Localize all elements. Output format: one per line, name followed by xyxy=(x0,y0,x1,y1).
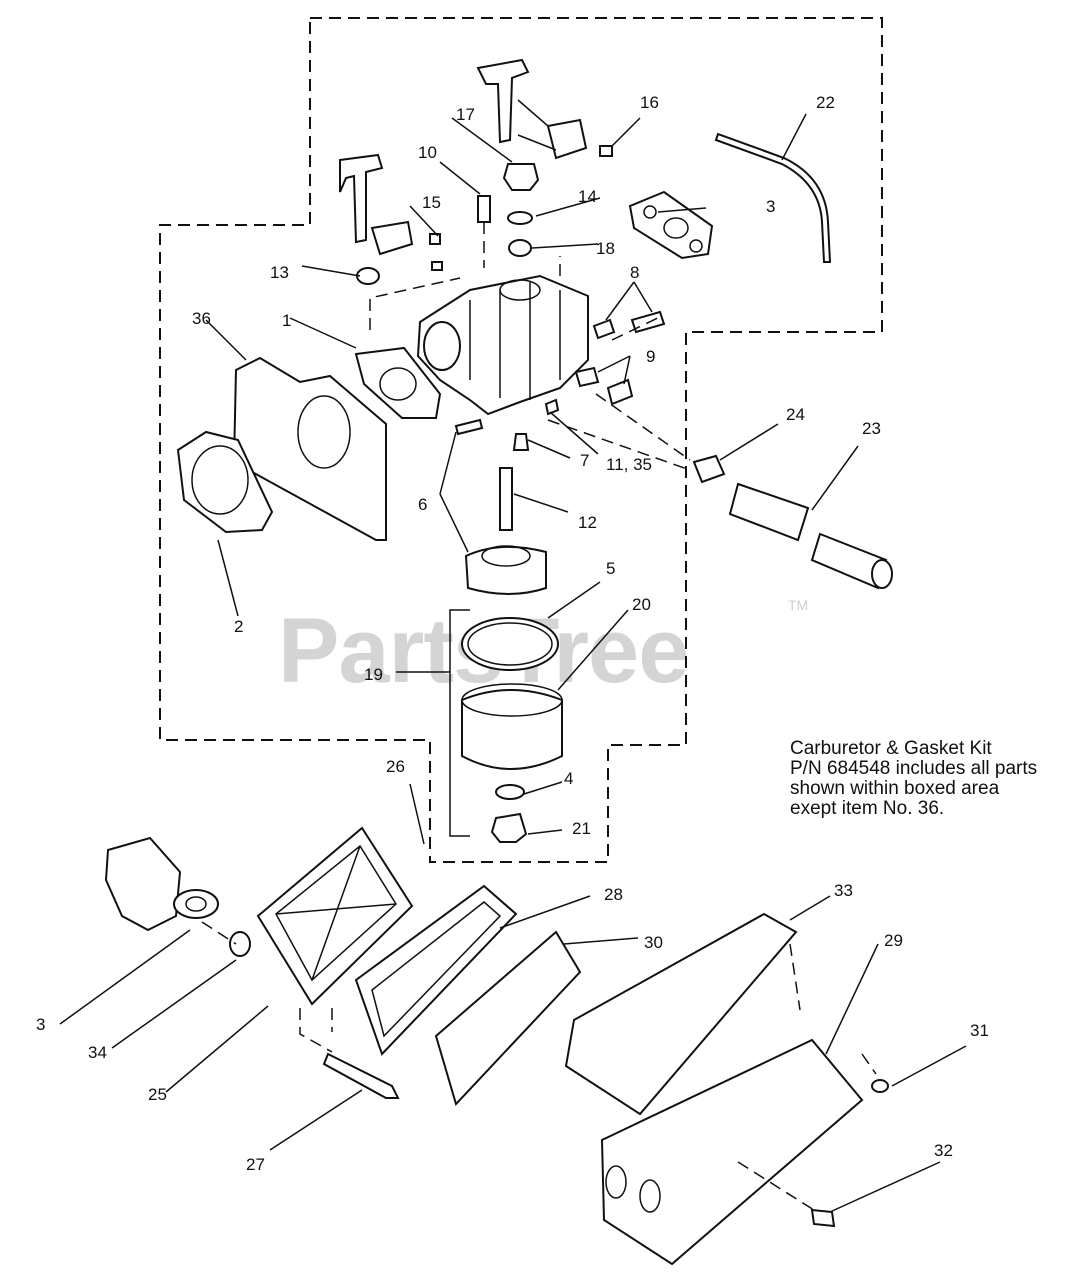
callout-12: 12 xyxy=(578,513,597,532)
callout-27: 27 xyxy=(246,1155,265,1174)
kit-note-line: P/N 684548 includes all parts xyxy=(790,758,1038,779)
bowl-nut-21-part xyxy=(490,812,528,843)
callout-17: 17 xyxy=(456,105,475,124)
callout-9: 9 xyxy=(646,347,655,366)
callout-2: 2 xyxy=(234,617,243,636)
callout-7: 7 xyxy=(580,451,589,470)
callout-4: 4 xyxy=(564,769,573,788)
callout-3-lower: 3 xyxy=(36,1015,45,1034)
nut-31-part xyxy=(871,1079,889,1093)
choke-shaft-part xyxy=(339,153,443,271)
float-bowl-part xyxy=(461,689,563,770)
air-filter-part xyxy=(354,884,518,1056)
callout-33: 33 xyxy=(834,881,853,900)
watermark-trademark: TM xyxy=(788,597,808,613)
needle-7-part xyxy=(512,433,530,451)
pin-11-part xyxy=(544,398,560,416)
callout-14: 14 xyxy=(578,187,597,206)
throttle-shaft-part xyxy=(476,58,613,160)
kit-note: Carburetor & Gasket Kit P/N 684548 inclu… xyxy=(790,739,1080,819)
gasket-1-part xyxy=(354,346,442,419)
carburetor-thumbnail-part xyxy=(104,836,219,932)
cover-33-part xyxy=(564,912,798,1116)
main-jet-tube-part xyxy=(499,467,513,531)
callout-6: 6 xyxy=(418,495,427,514)
callout-11-35: 11, 35 xyxy=(606,455,652,474)
bushing-34-part xyxy=(229,931,251,957)
clamp-24-part xyxy=(692,454,726,484)
callout-8: 8 xyxy=(630,263,639,282)
screw-32-part xyxy=(810,1208,836,1228)
callout-24: 24 xyxy=(786,405,805,424)
pre-cleaner-part xyxy=(434,930,582,1106)
gasket-3-upper-part xyxy=(628,190,714,260)
float-part xyxy=(464,545,547,595)
screw-8a-part xyxy=(592,318,616,340)
callout-26: 26 xyxy=(386,757,405,776)
kit-note-line: shown within boxed area xyxy=(790,778,1000,799)
callout-5: 5 xyxy=(606,559,615,578)
callout-18: 18 xyxy=(596,239,615,258)
callout-16: 16 xyxy=(640,93,659,112)
callout-23: 23 xyxy=(862,419,881,438)
washer-4-part xyxy=(495,784,525,800)
kit-note-line: Carburetor & Gasket Kit xyxy=(790,738,992,759)
kit-note-line: exept item No. 36. xyxy=(790,798,945,819)
callout-36: 36 xyxy=(192,309,211,328)
cover-shell-part xyxy=(600,1038,864,1266)
callout-25: 25 xyxy=(148,1085,167,1104)
callout-34: 34 xyxy=(88,1043,107,1062)
callout-labels: 16 17 22 10 14 15 3 18 13 8 36 1 9 24 23… xyxy=(36,93,989,1174)
idle-jet-part xyxy=(477,195,491,223)
washer-13-part xyxy=(356,267,380,285)
callout-30: 30 xyxy=(644,933,663,952)
washer-14-part xyxy=(507,211,533,225)
callout-32: 32 xyxy=(934,1141,953,1160)
callout-1: 1 xyxy=(282,311,291,330)
screw-9b-part xyxy=(606,378,634,406)
callout-28: 28 xyxy=(604,885,623,904)
callout-19: 19 xyxy=(364,665,383,684)
callout-3-upper: 3 xyxy=(766,197,775,216)
callout-20: 20 xyxy=(632,595,651,614)
pin-6-part xyxy=(454,418,484,436)
callout-13: 13 xyxy=(270,263,289,282)
baffle-plate-part xyxy=(232,356,387,541)
assembly-dashed-lines xyxy=(201,222,877,1211)
hose-23a-part xyxy=(728,482,810,542)
leader-lines xyxy=(59,113,967,1213)
gasket-2-part xyxy=(176,430,274,534)
callout-21: 21 xyxy=(572,819,591,838)
callout-29: 29 xyxy=(884,931,903,950)
screw-9a-part xyxy=(574,366,600,388)
callout-15: 15 xyxy=(422,193,441,212)
bowl-nut-part xyxy=(502,163,540,191)
callout-31: 31 xyxy=(970,1021,989,1040)
kit-boundary xyxy=(159,17,883,863)
bowl-gasket-5-part xyxy=(461,617,559,671)
carburetor-body-part xyxy=(416,274,589,416)
callout-10: 10 xyxy=(418,143,437,162)
callout-22: 22 xyxy=(816,93,835,112)
washer-18-part xyxy=(508,239,532,257)
fuel-line-part xyxy=(714,132,832,263)
bolt-27-part xyxy=(322,1052,400,1099)
